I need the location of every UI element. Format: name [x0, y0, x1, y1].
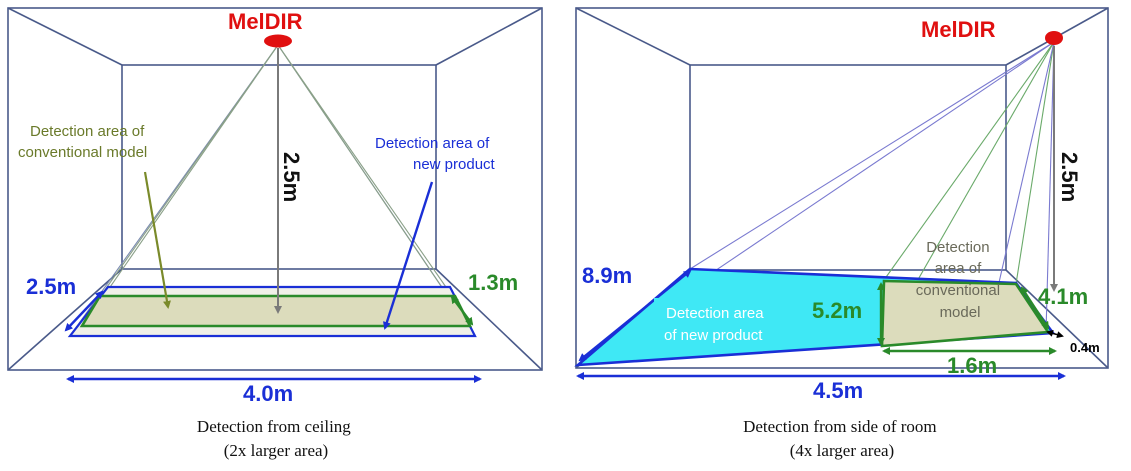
right-caption: Detection from side of room (4x larger a… — [743, 417, 941, 460]
left-sensor-rays — [69, 44, 476, 337]
right-offset-label: 0.4m — [1070, 340, 1100, 355]
left-sensor-label: MelDIR — [228, 9, 303, 34]
right-conv-depth-label: 5.2m — [812, 298, 862, 323]
left-depth-new-label: 2.5m — [26, 274, 76, 299]
right-width-label: 4.5m — [813, 378, 863, 403]
left-depth-conv-label: 1.3m — [468, 270, 518, 295]
left-width-label: 4.0m — [243, 381, 293, 406]
right-depth-side-label: 4.1m — [1038, 284, 1088, 309]
left-conv-pointer — [143, 171, 171, 309]
left-new-pointer — [383, 181, 434, 330]
left-height-label: 2.5m — [279, 152, 304, 202]
left-new-label: Detection area of new product — [375, 135, 496, 173]
right-depth-side-arrow — [1020, 286, 1050, 330]
left-conv-area — [79, 294, 473, 328]
right-height-label: 2.5m — [1057, 152, 1082, 202]
right-sensor-label: MelDIR — [921, 17, 996, 42]
right-new-label-bg — [654, 298, 804, 348]
left-depth-new-arrow — [64, 290, 104, 332]
right-depth-new-label: 8.9m — [582, 263, 632, 288]
right-sensor-icon — [1045, 31, 1063, 45]
left-sensor-icon — [264, 34, 292, 48]
right-depth-new-arrow — [578, 269, 692, 362]
right-new-label: Detection area of new product — [664, 305, 768, 344]
left-depth-conv-arrow — [450, 295, 474, 326]
right-offset-arrow — [1046, 330, 1064, 338]
left-conv-label: Detection area of conventional model — [18, 123, 148, 161]
right-conv-label: Detection area of conventional model — [916, 239, 1004, 321]
right-conv-width-label: 1.6m — [947, 353, 997, 378]
left-caption: Detection from ceiling (2x larger area) — [197, 417, 355, 460]
